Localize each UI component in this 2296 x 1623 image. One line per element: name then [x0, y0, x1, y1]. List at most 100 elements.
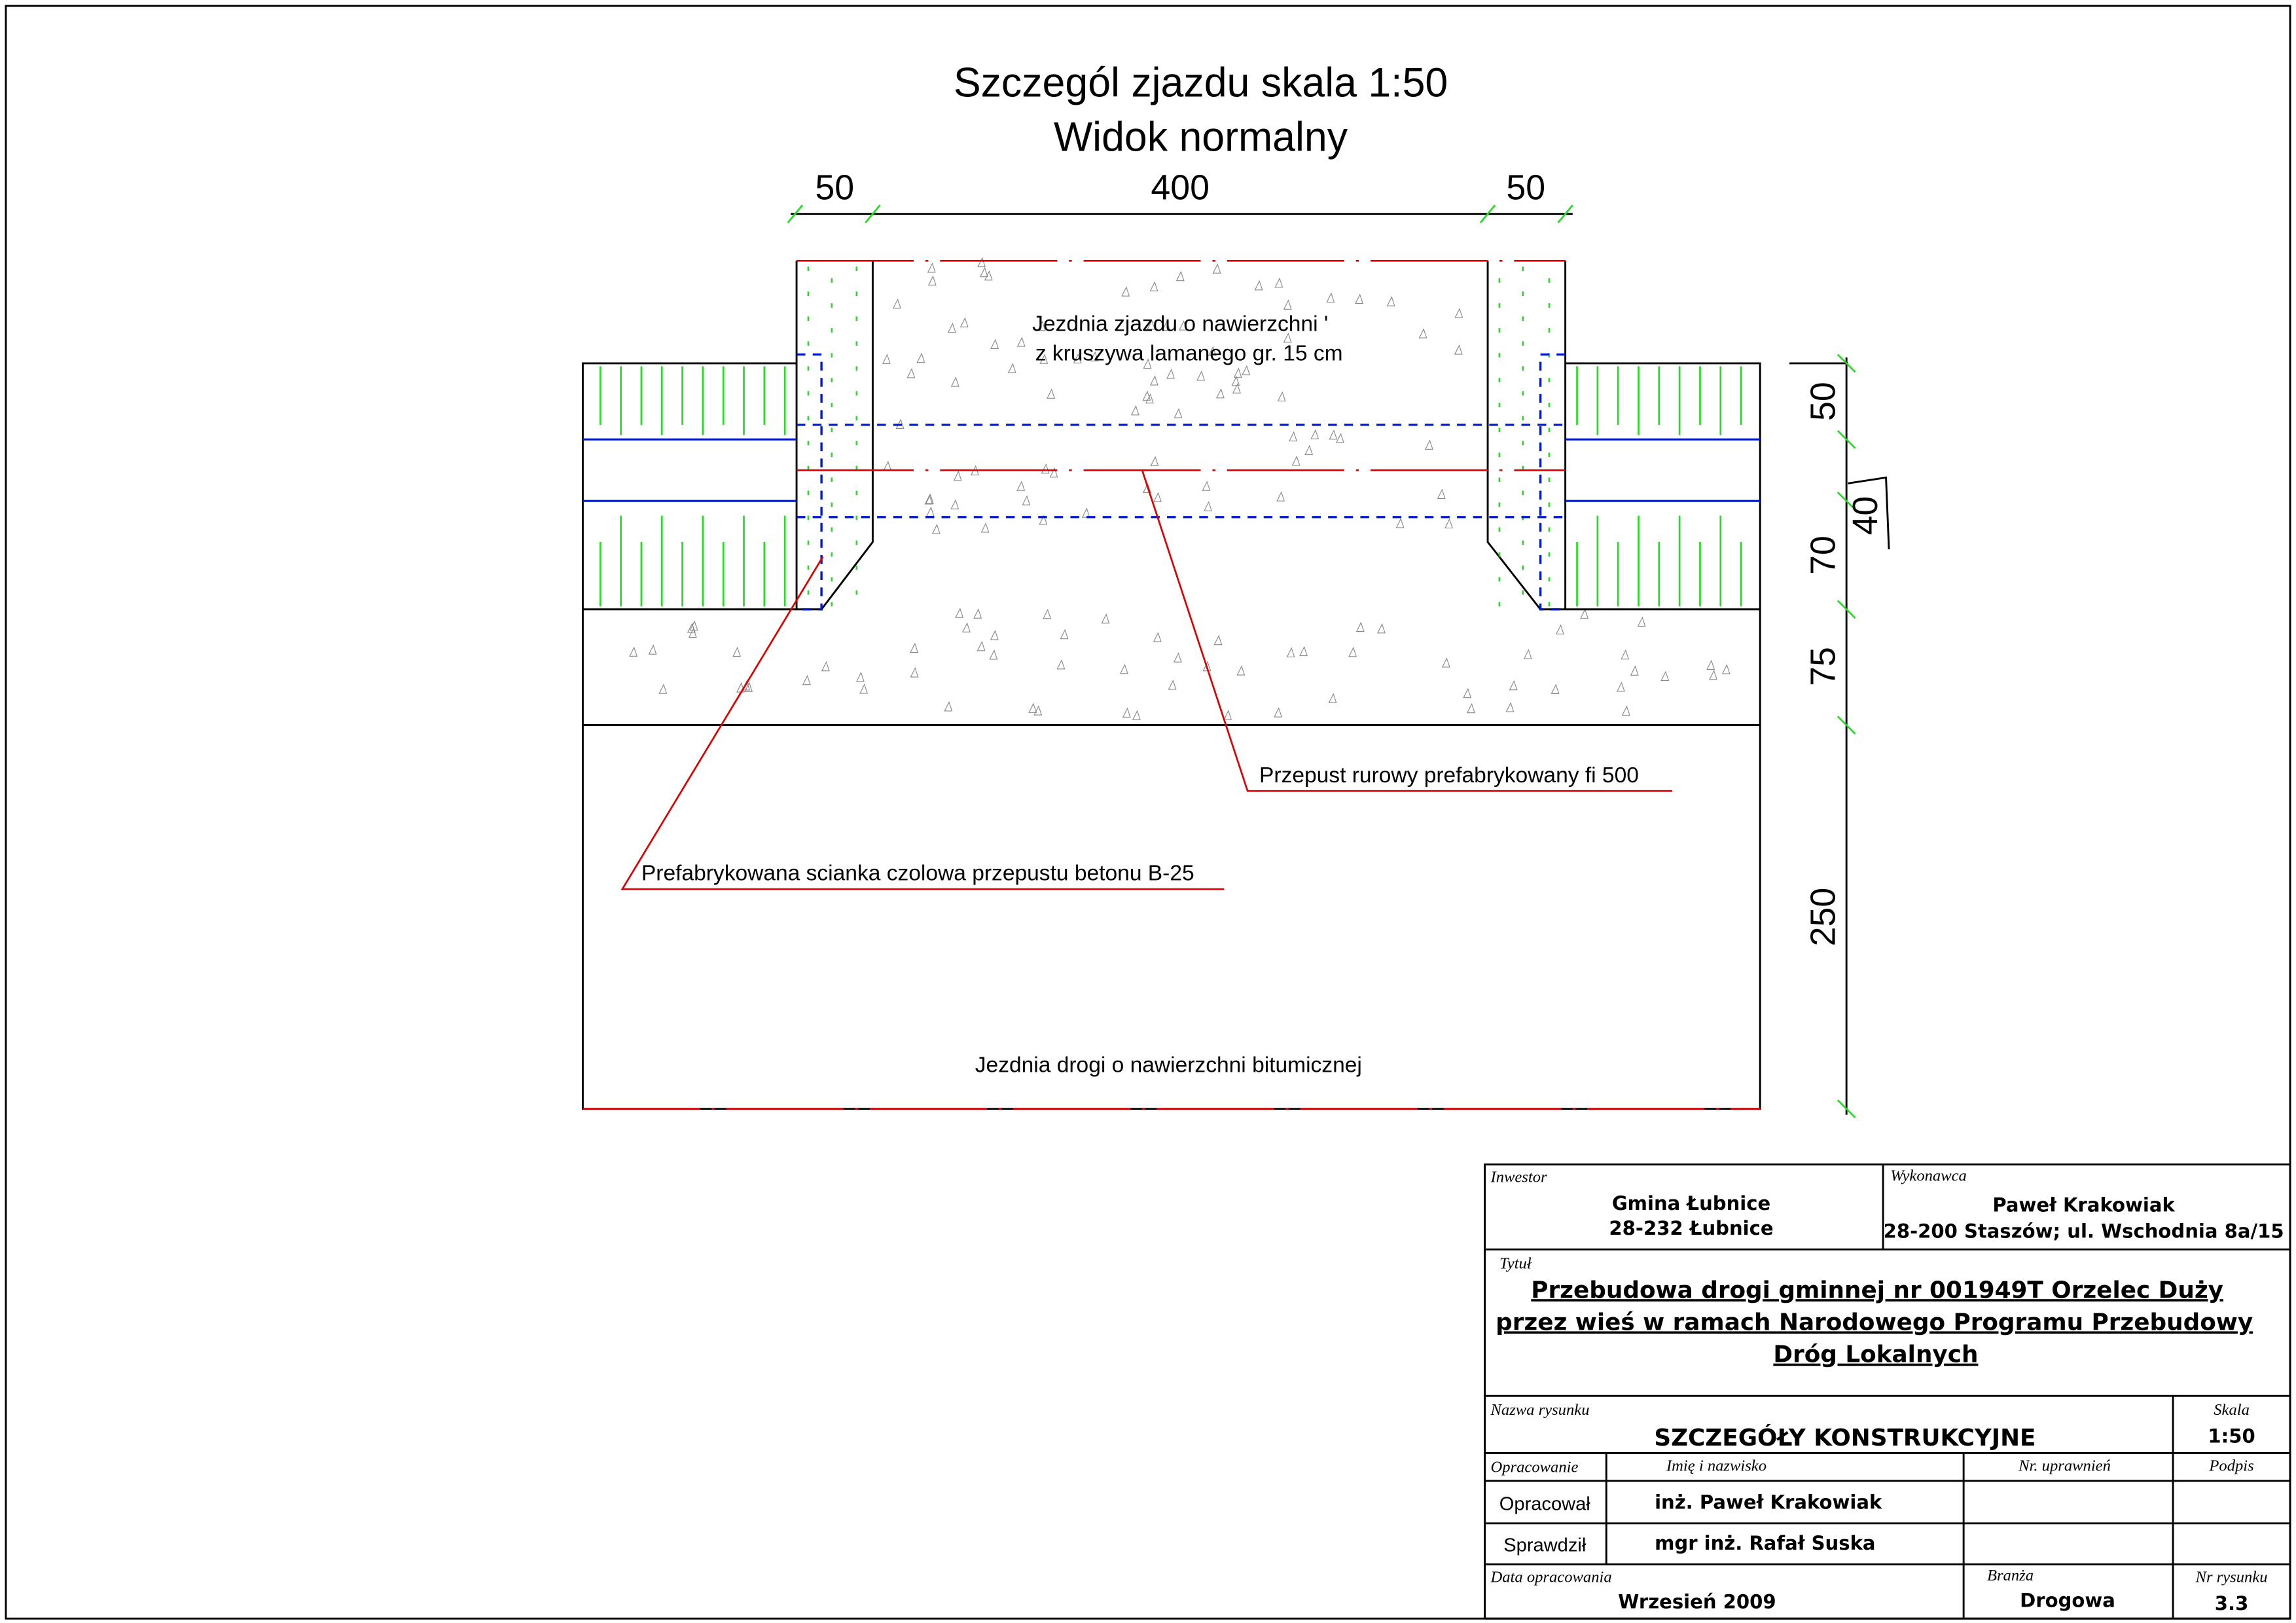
aggregate-mark: [1637, 616, 1646, 627]
aggregate-mark: [1660, 670, 1670, 682]
aggregate-mark: [1037, 320, 1046, 331]
scale-value: 1:50: [2208, 1425, 2255, 1448]
aggregate-mark: [1149, 375, 1158, 386]
col-signature: Podpis: [2208, 1457, 2253, 1474]
aggregate-mark: [1551, 684, 1560, 694]
role-prepared: Opracował: [1499, 1494, 1591, 1515]
axis-lines: [583, 259, 1761, 1110]
investor-address: 28-232 Łubnice: [1609, 1217, 1773, 1239]
project-title-line-1: Przebudowa drogi gminnej nr 001949T Orze…: [1531, 1277, 2223, 1304]
project-title-line-3: Dróg Lokalnych: [1773, 1341, 1978, 1368]
aggregate-mark: [1274, 277, 1283, 288]
aggregate-mark: [980, 522, 990, 533]
aggregate-mark: [1348, 646, 1357, 657]
aggregate-mark: [1223, 710, 1232, 720]
aggregate-mark: [688, 627, 697, 638]
aggregate-mark: [648, 644, 657, 655]
aggregate-mark: [1441, 657, 1450, 668]
label-culvert: Przepust rurowy prefabrykowany fi 500: [1259, 763, 1639, 788]
aggregate-mark: [855, 671, 865, 682]
aggregate-mark: [927, 263, 936, 273]
aggregate-mark: [1202, 481, 1211, 491]
aggregate-mark: [1283, 332, 1292, 343]
aggregate-mark: [1424, 439, 1433, 450]
aggregate-mark: [892, 298, 901, 309]
aggregate-mark: [1043, 608, 1051, 619]
aggregate-mark: [1291, 455, 1300, 466]
aggregate-mark: [1355, 621, 1365, 632]
investor-name: Gmina Łubnice: [1612, 1192, 1770, 1214]
aggregate-mark: [989, 649, 998, 660]
aggregate-mark: [1721, 664, 1731, 674]
aggregate-mark: [1277, 391, 1286, 402]
aggregate-mark: [1463, 687, 1472, 699]
aggregate-mark: [953, 470, 962, 481]
title-block: Inwestor Gmina Łubnice 28-232 Łubnice Wy…: [1484, 1163, 2291, 1620]
project-title-line-2: przez wieś w ramach Narodowego Programu …: [1496, 1309, 2253, 1336]
aggregate-mark: [1122, 707, 1131, 718]
aggregate-mark: [744, 682, 753, 692]
aggregate-mark: [1060, 629, 1069, 640]
aggregate-mark: [1580, 608, 1588, 619]
aggregate-mark: [1233, 367, 1242, 378]
col-name: Imię i nazwisko: [1666, 1457, 1767, 1474]
aggregate-mark: [1706, 659, 1715, 670]
aggregate-mark: [883, 460, 892, 471]
aggregate-mark: [1178, 320, 1187, 331]
aggregate-mark: [1304, 445, 1314, 456]
aggregate-mark: [1142, 390, 1151, 401]
aggregate-mark: [1328, 693, 1337, 703]
aggregate-mark: [961, 622, 971, 632]
role-checked: Sprawdził: [1503, 1535, 1587, 1556]
aggregate-mark: [1454, 308, 1463, 318]
col-license: Nr. uprawnień: [2018, 1457, 2111, 1474]
aggregate-mark: [906, 368, 916, 378]
aggregate-mark: [1335, 433, 1344, 443]
contractor-name: Paweł Krakowiak: [1992, 1194, 2175, 1216]
aggregate-mark: [1049, 467, 1058, 478]
scale-label: Skala: [2214, 1401, 2250, 1419]
aggregate-mark: [1101, 613, 1110, 624]
aggregate-mark: [979, 266, 988, 278]
aggregate-mark: [1418, 328, 1427, 338]
aggregate-mark: [1196, 370, 1206, 381]
aggregate-mark: [1231, 375, 1240, 386]
aggregate-mark: [1213, 634, 1223, 646]
title-line-2: Widok normalny: [1054, 115, 1348, 160]
aggregate-mark: [1326, 292, 1335, 303]
aggregate-mark: [1232, 383, 1241, 393]
aggregate-mark: [947, 322, 956, 333]
contractor-label: Wykonawca: [1890, 1167, 1967, 1184]
right-dimension: 50 40 70 75 250: [1789, 354, 1890, 1119]
date-value: Wrzesień 2009: [1618, 1591, 1776, 1613]
aggregate-mark: [1509, 680, 1518, 691]
aggregate-mark: [910, 667, 919, 678]
branch-value: Drogowa: [2020, 1589, 2115, 1611]
dim-right-50: 50: [1803, 382, 1842, 421]
branch-label: Branża: [1987, 1567, 2034, 1584]
aggregate-mark: [802, 674, 811, 685]
aggregate-mark: [1143, 358, 1152, 369]
aggregate-mark: [955, 608, 964, 618]
aggregate-mark: [1286, 647, 1295, 657]
aggregate-mark: [1289, 431, 1297, 442]
aggregate-mark: [1204, 501, 1212, 511]
aggregate-mark: [1242, 365, 1251, 376]
aggregate-mark: [1150, 456, 1159, 466]
aggregate-mark: [931, 524, 941, 534]
sheet-border: [5, 5, 2291, 1620]
aggregate-mark: [1153, 632, 1162, 642]
dim-top-middle: 400: [1151, 168, 1210, 207]
aggregate-mark: [1454, 344, 1463, 355]
dim-right-40: 40: [1846, 496, 1885, 536]
aggregate-mark: [1202, 661, 1211, 672]
aggregate-mark: [1276, 491, 1285, 501]
name-checked: mgr inż. Rafał Suska: [1655, 1532, 1875, 1554]
aggregate-mark: [1299, 646, 1308, 657]
number-value: 3.3: [2215, 1592, 2249, 1614]
aggregate-mark: [629, 646, 637, 657]
culvert-pipe: [797, 353, 1566, 611]
aggregate-mark: [689, 620, 698, 631]
aggregate-mark: [821, 661, 830, 672]
